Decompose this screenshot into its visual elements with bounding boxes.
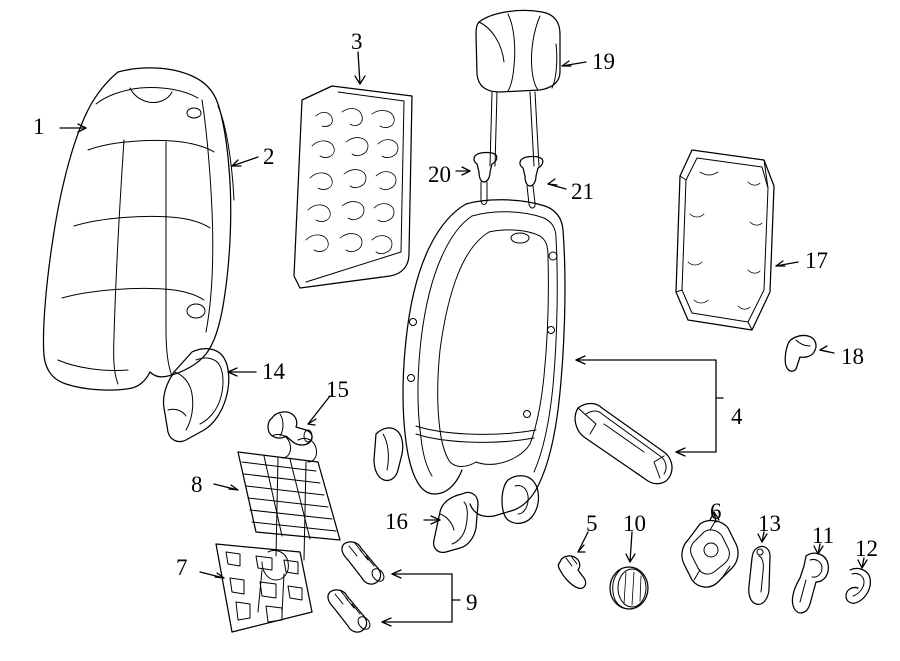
part-bolt-5: [557, 531, 589, 590]
part-guide-sleeve-21: [519, 155, 567, 209]
part-fastener-9a: [341, 541, 385, 585]
callout-label-11: 11: [812, 523, 835, 548]
callout-bracket-9: [381, 569, 461, 627]
callout-label-10: 10: [623, 511, 646, 536]
callout-label-7: 7: [176, 555, 188, 580]
callout-label-4: 4: [731, 404, 743, 429]
part-fastener-9b: [327, 589, 371, 633]
callout-label-13: 13: [758, 511, 781, 536]
callout-label-20: 20: [428, 162, 451, 187]
part-cross-member: [574, 402, 673, 485]
part-knob-10: [609, 531, 649, 610]
callout-label-15: 15: [326, 377, 349, 402]
part-guide-sleeve-20: [455, 151, 498, 205]
callout-label-2: 2: [263, 144, 275, 169]
callout-label-1: 1: [33, 114, 45, 139]
part-knob-15: [267, 395, 331, 446]
part-back-frame: [373, 199, 724, 524]
callout-label-9: 9: [466, 590, 478, 615]
callout-label-8: 8: [191, 472, 203, 497]
part-strap-13: [748, 531, 771, 606]
callout-label-19: 19: [592, 49, 615, 74]
part-side-trim-14: [162, 348, 257, 443]
part-bracket-16: [423, 491, 479, 554]
part-back-pad: [293, 51, 413, 289]
part-head-restraint: [475, 9, 587, 167]
callout-label-17: 17: [805, 248, 828, 273]
part-module-plate-7: [199, 543, 313, 633]
part-back-panel: [675, 149, 799, 331]
callout-label-14: 14: [262, 359, 285, 384]
callout-label-16: 16: [385, 509, 408, 534]
callout-label-18: 18: [841, 344, 864, 369]
part-handle-11: [791, 543, 830, 614]
part-grommet-18: [784, 334, 835, 372]
part-spring-mat-8: [213, 433, 341, 561]
part-seat-back-cover: [42, 67, 259, 391]
callout-label-21: 21: [571, 179, 594, 204]
callout-label-12: 12: [855, 536, 878, 561]
part-recliner-6: [681, 511, 739, 588]
part-clip-12: [845, 557, 872, 604]
callout-label-5: 5: [586, 511, 598, 536]
callout-label-3: 3: [351, 29, 363, 54]
callout-label-6: 6: [710, 499, 722, 524]
